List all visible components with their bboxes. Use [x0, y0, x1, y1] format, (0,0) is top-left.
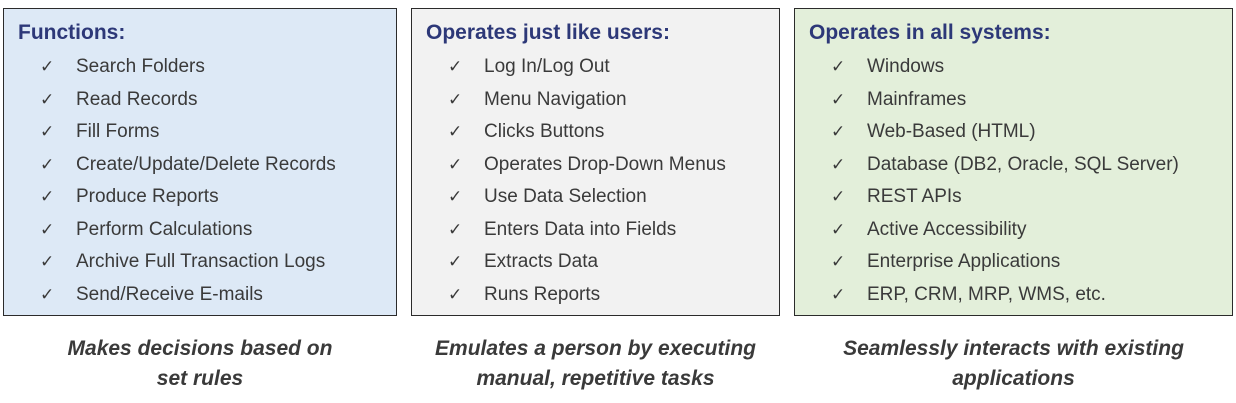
caption-line: set rules	[156, 367, 244, 390]
list-item: ✓ Use Data Selection	[426, 181, 779, 214]
panel-title: Operates in all systems:	[809, 21, 1051, 44]
caption-line: Seamlessly interacts with existing	[843, 337, 1184, 360]
list-item-label: Perform Calculations	[76, 218, 253, 240]
caption-line: Makes decisions based on	[67, 337, 333, 360]
functions-panel: Functions: ✓ Search Folders ✓ Read Records…	[3, 8, 397, 316]
list-item-label: Create/Update/Delete Records	[76, 153, 336, 175]
checkmark-icon: ✓	[40, 187, 55, 207]
caption-line: Emulates a person by executing	[435, 337, 756, 360]
list-item-label: Mainframes	[867, 88, 967, 110]
checkmark-icon: ✓	[448, 122, 463, 142]
list-item-label: REST APIs	[867, 186, 962, 207]
list-item: ✓ Archive Full Transaction Logs	[18, 246, 396, 279]
list-item: ✓ Create/Update/Delete Records	[18, 149, 396, 182]
checkmark-icon: ✓	[831, 219, 846, 240]
list-item-label: Log In/Log Out	[484, 56, 610, 77]
checkmark-icon: ✓	[448, 154, 463, 175]
captions-row: Makes decisions based on set rules Emula…	[0, 334, 1236, 398]
list-item: ✓ Search Folders	[18, 51, 396, 84]
checkmark-icon: ✓	[831, 57, 846, 77]
systems-list: ✓ Windows ✓ Mainframes ✓ Web-Based (HTML) ✓…	[809, 51, 1232, 311]
functions-list: ✓ Search Folders ✓ Read Records ✓ Fill Form…	[18, 51, 396, 311]
caption-line: manual, repetitive tasks	[476, 367, 715, 390]
checkmark-icon: ✓	[40, 284, 55, 305]
list-item-label: Menu Navigation	[484, 88, 627, 110]
list-item-label: Operates Drop-Down Menus	[484, 153, 726, 175]
list-item: ✓ Menu Navigation	[426, 84, 779, 117]
list-item-label: Enters Data into Fields	[484, 218, 677, 240]
list-item-label: Extracts Data	[484, 251, 599, 272]
checkmark-icon: ✓	[448, 284, 463, 305]
list-item-label: Read Records	[76, 88, 198, 110]
list-item: ✓ Web-Based (HTML)	[809, 116, 1232, 149]
list-item: ✓ Enterprise Applications	[809, 246, 1232, 279]
checkmark-icon: ✓	[831, 154, 846, 175]
list-item-label: Send/Receive E-mails	[76, 283, 263, 305]
list-item: ✓ Perform Calculations	[18, 214, 396, 247]
list-item-label: Active Accessibility	[867, 218, 1027, 240]
list-item: ✓ Produce Reports	[18, 181, 396, 214]
caption-line: applications	[952, 367, 1075, 390]
checkmark-icon: ✓	[831, 284, 846, 305]
list-item: ✓ Extracts Data	[426, 246, 779, 279]
list-item: ✓ Clicks Buttons	[426, 116, 779, 149]
checkmark-icon: ✓	[40, 122, 55, 142]
checkmark-icon: ✓	[448, 252, 463, 272]
list-item: ✓ Active Accessibility	[809, 214, 1232, 247]
list-item: ✓ Read Records	[18, 84, 396, 117]
list-item-label: Fill Forms	[76, 121, 160, 142]
list-item-label: ERP, CRM, MRP, WMS, etc.	[867, 283, 1106, 305]
list-item: ✓ Enters Data into Fields	[426, 214, 779, 247]
checkmark-icon: ✓	[448, 57, 463, 77]
user-operations-list: ✓ Log In/Log Out ✓ Menu Navigation ✓ Clicks…	[426, 51, 779, 311]
checkmark-icon: ✓	[40, 89, 55, 110]
panel-title: Functions:	[18, 21, 126, 44]
checkmark-icon: ✓	[448, 219, 463, 240]
list-item: ✓ Windows	[809, 51, 1232, 84]
list-item-label: Web-Based (HTML)	[867, 121, 1036, 142]
list-item-label: Search Folders	[76, 56, 205, 77]
list-item: ✓ Mainframes	[809, 84, 1232, 117]
list-item-label: Archive Full Transaction Logs	[76, 251, 326, 272]
list-item: ✓ Database (DB2, Oracle, SQL Server)	[809, 149, 1232, 182]
list-item-label: Use Data Selection	[484, 186, 647, 207]
caption-interacts: Seamlessly interacts with existing appli…	[794, 334, 1233, 394]
checkmark-icon: ✓	[831, 89, 846, 110]
panel-title: Operates just like users:	[426, 21, 670, 44]
operates-all-systems-panel: Operates in all systems: ✓ Windows ✓ Mainf…	[794, 8, 1233, 316]
caption-emulates: Emulates a person by executing manual, r…	[411, 334, 780, 394]
list-item-label: Windows	[867, 56, 945, 77]
list-item: ✓ Operates Drop-Down Menus	[426, 149, 779, 182]
list-item: ✓ Send/Receive E-mails	[18, 279, 396, 312]
checkmark-icon: ✓	[40, 252, 55, 272]
list-item-label: Runs Reports	[484, 283, 601, 305]
checkmark-icon: ✓	[40, 154, 55, 175]
checkmark-icon: ✓	[831, 187, 846, 207]
list-item: ✓ Log In/Log Out	[426, 51, 779, 84]
list-item: ✓ Runs Reports	[426, 279, 779, 312]
list-item-label: Clicks Buttons	[484, 121, 605, 142]
checkmark-icon: ✓	[448, 187, 463, 207]
list-item-label: Enterprise Applications	[867, 251, 1061, 272]
checkmark-icon: ✓	[40, 219, 55, 240]
list-item: ✓ ERP, CRM, MRP, WMS, etc.	[809, 279, 1232, 312]
checkmark-icon: ✓	[831, 122, 846, 142]
checkmark-icon: ✓	[448, 89, 463, 110]
caption-decisions: Makes decisions based on set rules	[3, 334, 397, 394]
operates-like-users-panel: Operates just like users: ✓ Log In/Log Ou…	[411, 8, 780, 316]
list-item-label: Database (DB2, Oracle, SQL Server)	[867, 153, 1179, 175]
checkmark-icon: ✓	[831, 252, 846, 272]
list-item: ✓ Fill Forms	[18, 116, 396, 149]
list-item-label: Produce Reports	[76, 186, 219, 207]
checkmark-icon: ✓	[40, 57, 55, 77]
list-item: ✓ REST APIs	[809, 181, 1232, 214]
